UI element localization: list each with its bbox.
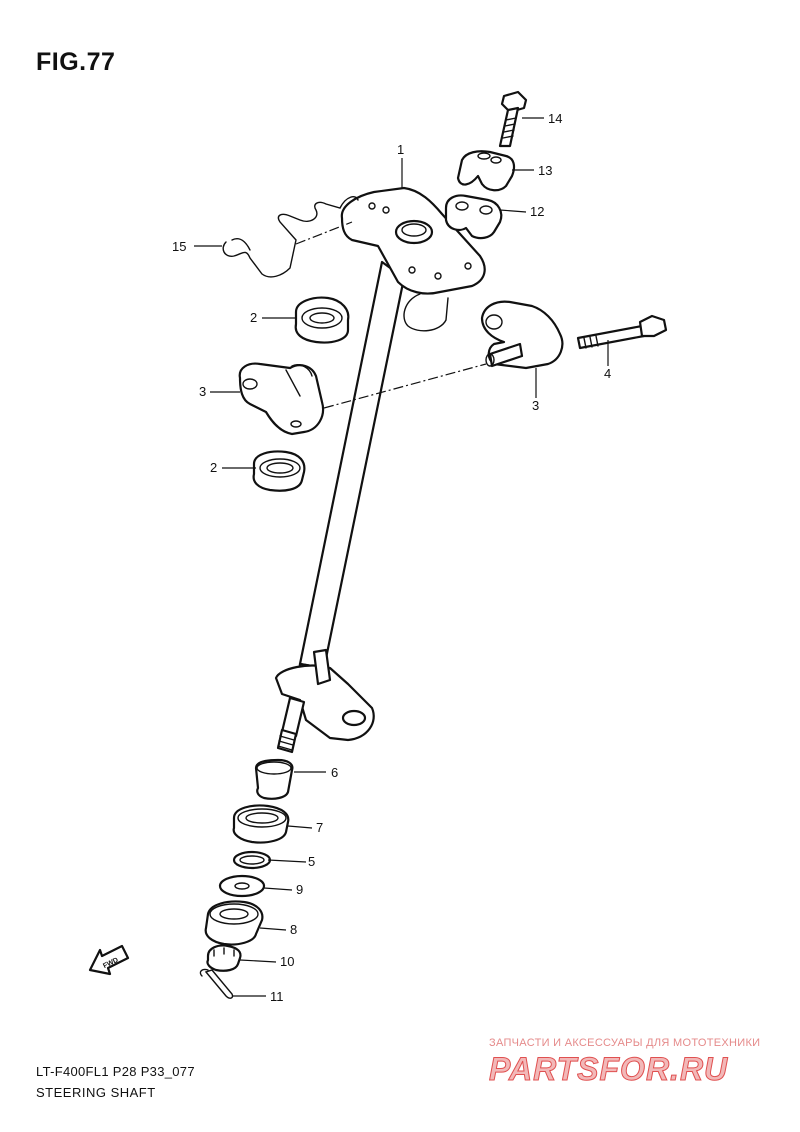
callout-leaders [194,117,609,997]
callout-9: 9 [296,882,303,897]
callout-3-left: 3 [199,384,206,399]
shaft-holder-right-part [480,300,564,370]
watermark-logo-text: PARTSFOR.RU [489,1051,728,1087]
callout-8: 8 [290,922,297,937]
bushing-lower-part [252,450,306,492]
holder-bolt-part [498,90,528,148]
fwd-arrow-icon: FWD [88,944,130,976]
bushing-upper-part [294,296,350,344]
footer-model-code: LT-F400FL1 P28 P33_077 [36,1064,195,1079]
callout-7: 7 [316,820,323,835]
oil-seal-part [232,804,290,844]
footer-diagram-name: STEERING SHAFT [36,1085,156,1100]
callout-1: 1 [397,142,404,157]
callout-5: 5 [308,854,315,869]
callout-14: 14 [548,111,562,126]
callout-12: 12 [530,204,544,219]
callout-6: 6 [331,765,338,780]
callout-3-right: 3 [532,398,539,413]
handlebar-holder-lower-part [444,194,503,240]
handlebar-holder-upper-part [456,150,516,192]
callout-numbers: 1 2 2 3 3 4 5 6 7 8 9 10 11 12 13 14 15 [172,111,611,1004]
o-ring-part [232,850,272,870]
castle-nut-part [206,944,242,972]
bearing-housing-part [204,900,264,946]
steering-shaft-part [274,186,486,754]
callout-11: 11 [270,989,284,1004]
callout-4: 4 [604,366,611,381]
small-bushing-part [254,758,294,800]
figure-title: FIG.77 [36,48,116,76]
wire-clip-part [222,196,359,278]
watermark-tagline: ЗАПЧАСТИ И АКСЕССУАРЫ ДЛЯ МОТОТЕХНИКИ [489,1037,761,1049]
washer-part [218,874,266,898]
shaft-holder-left-part [238,362,325,436]
alignment-lines [295,221,487,409]
watermark-logo: PARTSFOR.RU [489,1051,728,1088]
callout-13: 13 [538,163,552,178]
callout-2-upper: 2 [250,310,257,325]
callout-2-lower: 2 [210,460,217,475]
callout-15: 15 [172,239,186,254]
cotter-pin-part [199,968,234,999]
holder-long-bolt-part [576,314,668,350]
callout-10: 10 [280,954,294,969]
